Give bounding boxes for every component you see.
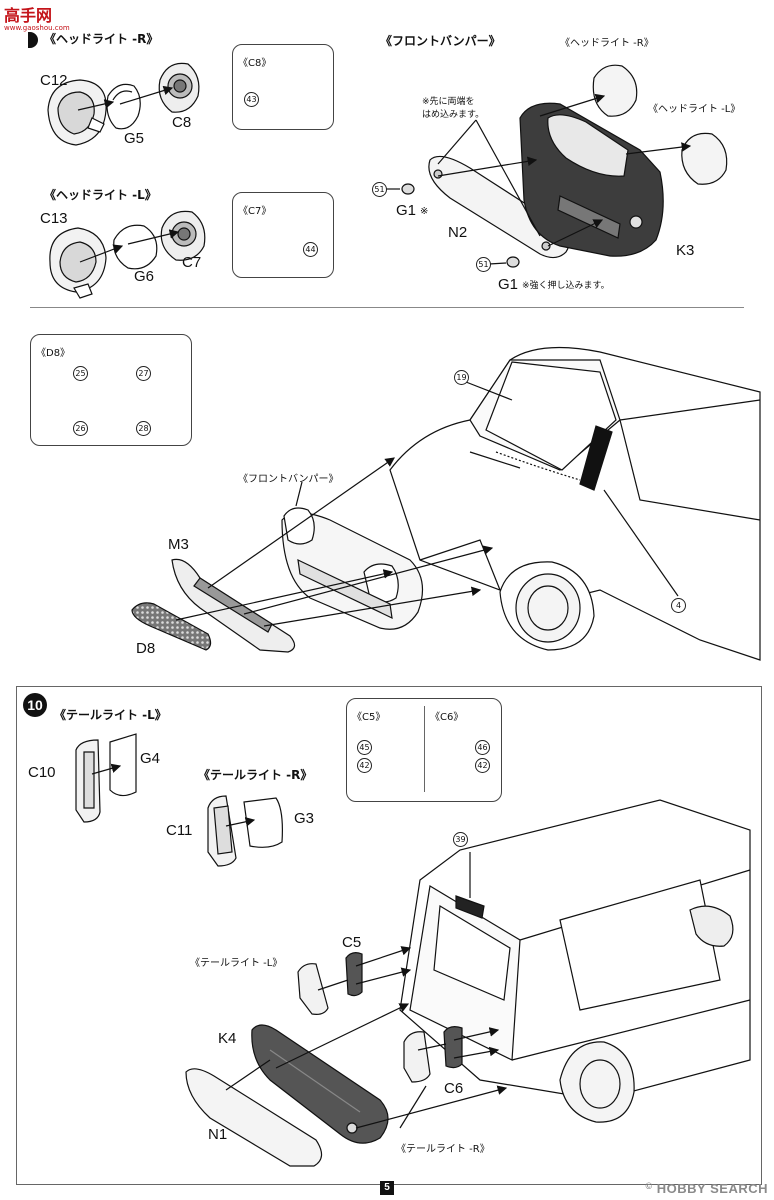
part-g4 bbox=[109, 733, 137, 797]
marker-51-top: 51 bbox=[372, 182, 387, 197]
marker-39: 39 bbox=[453, 832, 468, 847]
marker-46: 46 bbox=[475, 740, 490, 755]
marker-42-c5: 42 bbox=[357, 758, 372, 773]
label-g1-bottom: G1 bbox=[498, 276, 519, 293]
part-k3 bbox=[519, 102, 664, 257]
marker-43: 43 bbox=[244, 92, 259, 107]
front-bumper-ref: 《フロントバンパー》 bbox=[238, 474, 339, 485]
label-n2: N2 bbox=[448, 224, 468, 241]
part-g3 bbox=[243, 797, 283, 848]
copyright-mark: © bbox=[645, 1181, 653, 1191]
marker-28: 28 bbox=[136, 421, 151, 436]
d8-box-title: 《D8》 bbox=[36, 348, 71, 359]
label-g3: G3 bbox=[294, 810, 315, 827]
hobby-search-watermark: © HOBBY SEARCH bbox=[646, 1181, 768, 1196]
front-bumper-assembled bbox=[281, 507, 424, 630]
part-c13 bbox=[49, 227, 107, 299]
marker-25: 25 bbox=[73, 366, 88, 381]
c5-box-title: 《C5》 bbox=[352, 712, 386, 723]
part-d8 bbox=[131, 602, 212, 651]
part-g5 bbox=[106, 83, 141, 130]
section-divider bbox=[30, 307, 744, 308]
marker-19: 19 bbox=[454, 370, 469, 385]
part-c10 bbox=[75, 739, 101, 823]
headlight-l-ref: 《ヘッドライト -L》 bbox=[648, 104, 741, 115]
label-c13: C13 bbox=[40, 210, 68, 227]
site-logo-url: www.gaoshou.com bbox=[4, 24, 70, 32]
part-g1-top bbox=[401, 183, 415, 195]
tail-r-assembled bbox=[403, 1026, 463, 1083]
part-n2 bbox=[428, 155, 570, 259]
car-front-body bbox=[389, 346, 761, 661]
headlight-r-assembled bbox=[592, 64, 638, 117]
label-k3: K3 bbox=[676, 242, 695, 259]
label-m3: M3 bbox=[168, 536, 189, 553]
headlight-r-title: 《ヘッドライト -R》 bbox=[44, 32, 159, 46]
part-c11 bbox=[207, 795, 237, 867]
tail-r-title: 《テールライト -R》 bbox=[198, 768, 313, 782]
site-logo: 高手网 www.gaoshou.com bbox=[4, 2, 70, 32]
label-c11: C11 bbox=[166, 822, 193, 839]
step-10-number: 10 bbox=[23, 693, 47, 717]
marker-42-c6: 42 bbox=[475, 758, 490, 773]
marker-27: 27 bbox=[136, 366, 151, 381]
part-k4 bbox=[251, 1024, 389, 1144]
watermark-text: HOBBY SEARCH bbox=[656, 1181, 768, 1196]
label-c10: C10 bbox=[28, 764, 56, 781]
headlight-l-assembled bbox=[681, 132, 728, 185]
part-c5 bbox=[345, 952, 363, 997]
page-number: 5 bbox=[380, 1181, 394, 1195]
label-c6: C6 bbox=[444, 1080, 464, 1097]
label-k4: K4 bbox=[218, 1030, 237, 1047]
g1-bottom-note: ※強く押し込みます。 bbox=[522, 281, 610, 291]
tail-l-assembled bbox=[297, 963, 329, 1015]
marker-51-bottom: 51 bbox=[476, 257, 491, 272]
label-g4: G4 bbox=[140, 750, 161, 767]
label-c8: C8 bbox=[172, 114, 192, 131]
marker-4: 4 bbox=[671, 598, 686, 613]
label-c5: C5 bbox=[342, 934, 362, 951]
label-d8: D8 bbox=[136, 640, 156, 657]
part-n1 bbox=[185, 1068, 323, 1167]
label-g5: G5 bbox=[124, 130, 145, 147]
car-rear-body bbox=[399, 799, 751, 1123]
part-g6 bbox=[113, 224, 158, 270]
part-g1-bottom bbox=[506, 256, 520, 268]
c8-box-title: 《C8》 bbox=[238, 58, 272, 69]
part-c12 bbox=[47, 79, 107, 146]
marker-44: 44 bbox=[303, 242, 318, 257]
c5-c6-separator bbox=[424, 706, 425, 792]
label-g6: G6 bbox=[134, 268, 155, 285]
part-m3 bbox=[171, 558, 296, 653]
front-bumper-title: 《フロントバンパー》 bbox=[380, 34, 501, 48]
site-logo-brand: 高手网 bbox=[4, 6, 53, 25]
headlight-r-ref: 《ヘッドライト -R》 bbox=[560, 38, 654, 49]
bumper-note: ※先に両端を はめ込みます。 bbox=[422, 97, 485, 120]
g1-top-mark: ※ bbox=[420, 206, 429, 217]
d8-detail-box bbox=[30, 334, 192, 446]
tail-l-ref: 《テールライト -L》 bbox=[190, 958, 283, 969]
marker-45: 45 bbox=[357, 740, 372, 755]
c8-detail-box bbox=[232, 44, 334, 130]
c7-box-title: 《C7》 bbox=[238, 206, 272, 217]
c7-detail-box bbox=[232, 192, 334, 278]
label-g1-top: G1 bbox=[396, 202, 417, 219]
tail-r-ref: 《テールライト -R》 bbox=[396, 1144, 490, 1155]
label-c7: C7 bbox=[182, 254, 202, 271]
step-9-marker bbox=[28, 32, 38, 48]
part-c7 bbox=[160, 210, 206, 261]
label-c12: C12 bbox=[40, 72, 68, 89]
c6-box-title: 《C6》 bbox=[430, 712, 464, 723]
marker-26: 26 bbox=[73, 421, 88, 436]
part-c8 bbox=[158, 62, 200, 113]
label-n1: N1 bbox=[208, 1126, 228, 1143]
tail-l-title: 《テールライト -L》 bbox=[54, 708, 167, 722]
headlight-l-title: 《ヘッドライト -L》 bbox=[44, 188, 157, 202]
